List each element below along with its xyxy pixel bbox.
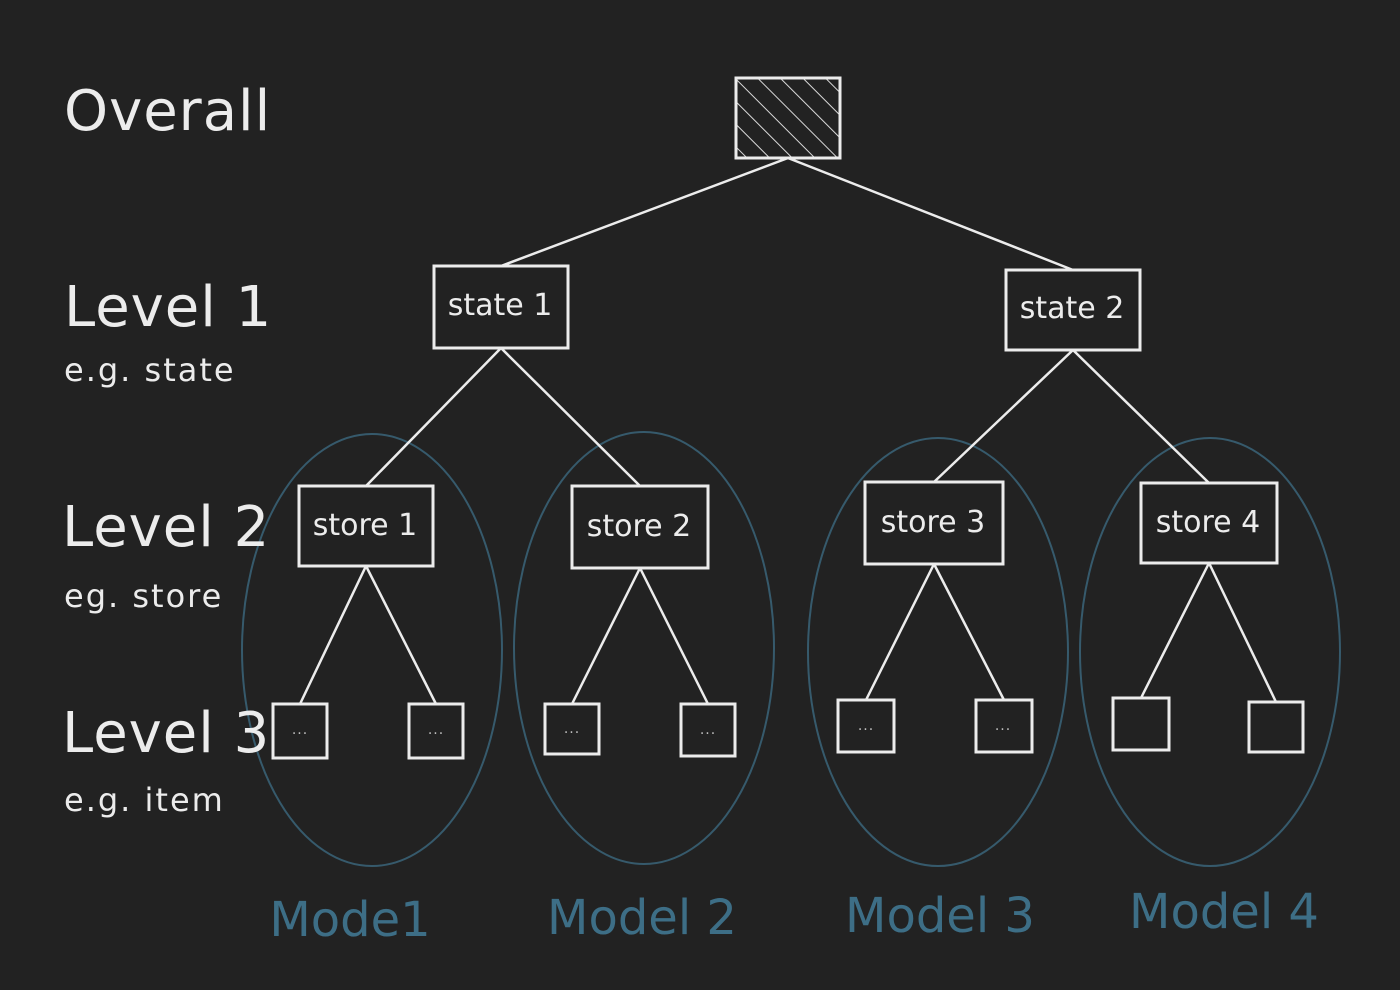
model-group-ellipse	[513, 431, 775, 865]
level-2-title: Level 2	[62, 495, 271, 560]
level-1-subtitle: e.g. state	[64, 351, 236, 389]
state-node-box	[432, 264, 570, 350]
store-node-label: store 3	[880, 505, 986, 540]
store-node-box	[1139, 481, 1279, 565]
store-node-box	[570, 484, 710, 570]
item-node-box	[1247, 700, 1305, 754]
level-3-subtitle: e.g. item	[64, 781, 225, 819]
tree-edge	[638, 566, 710, 706]
tree-edge	[1139, 561, 1211, 700]
tree-edge	[570, 566, 642, 706]
item-node-box	[407, 702, 465, 760]
state-node-box	[1004, 268, 1142, 352]
item-node-label: ...	[857, 718, 875, 734]
tree-edge	[499, 156, 790, 268]
level-overall-title: Overall	[64, 79, 272, 144]
item-node-box	[271, 702, 329, 760]
store-node-label: store 1	[312, 508, 418, 543]
item-node-label: ...	[427, 722, 445, 738]
item-node-box	[679, 702, 737, 758]
tree-edge	[499, 346, 642, 488]
root-node-box	[734, 76, 842, 160]
store-node-box	[863, 480, 1005, 566]
model-group-label: Model 2	[547, 890, 737, 946]
tree-edge	[932, 562, 1006, 702]
level-1-title: Level 1	[64, 275, 273, 340]
item-node-label: ...	[994, 718, 1012, 734]
model-group-ellipse	[807, 437, 1069, 867]
tree-edge	[864, 562, 936, 702]
store-node-label: store 4	[1155, 505, 1261, 540]
tree-edge	[364, 346, 503, 488]
tree-edge	[1207, 561, 1278, 704]
tree-edge	[932, 348, 1075, 484]
item-node-box	[1111, 696, 1171, 752]
item-node-label: ...	[563, 721, 581, 737]
model-group-ellipse	[241, 433, 503, 867]
model-group-ellipse	[1079, 437, 1341, 867]
level-3-title: Level 3	[62, 701, 271, 766]
tree-edge	[364, 564, 438, 706]
model-group-label: Model 4	[1129, 884, 1319, 940]
item-node-box	[836, 698, 896, 754]
store-node-box	[297, 484, 435, 568]
item-node-box	[543, 702, 601, 756]
tree-edge	[1071, 348, 1211, 485]
state-node-label: state 2	[1019, 291, 1125, 326]
item-node-label: ...	[291, 722, 309, 738]
model-group-label: Model 3	[845, 888, 1035, 944]
level-2-subtitle: eg. store	[64, 577, 224, 615]
item-node-box	[974, 698, 1034, 754]
store-node-label: store 2	[586, 509, 692, 544]
tree-edge	[786, 156, 1075, 272]
model-group-label: Mode1	[269, 892, 431, 948]
state-node-label: state 1	[447, 288, 553, 323]
item-node-label: ...	[699, 722, 717, 738]
tree-edge	[298, 564, 368, 706]
